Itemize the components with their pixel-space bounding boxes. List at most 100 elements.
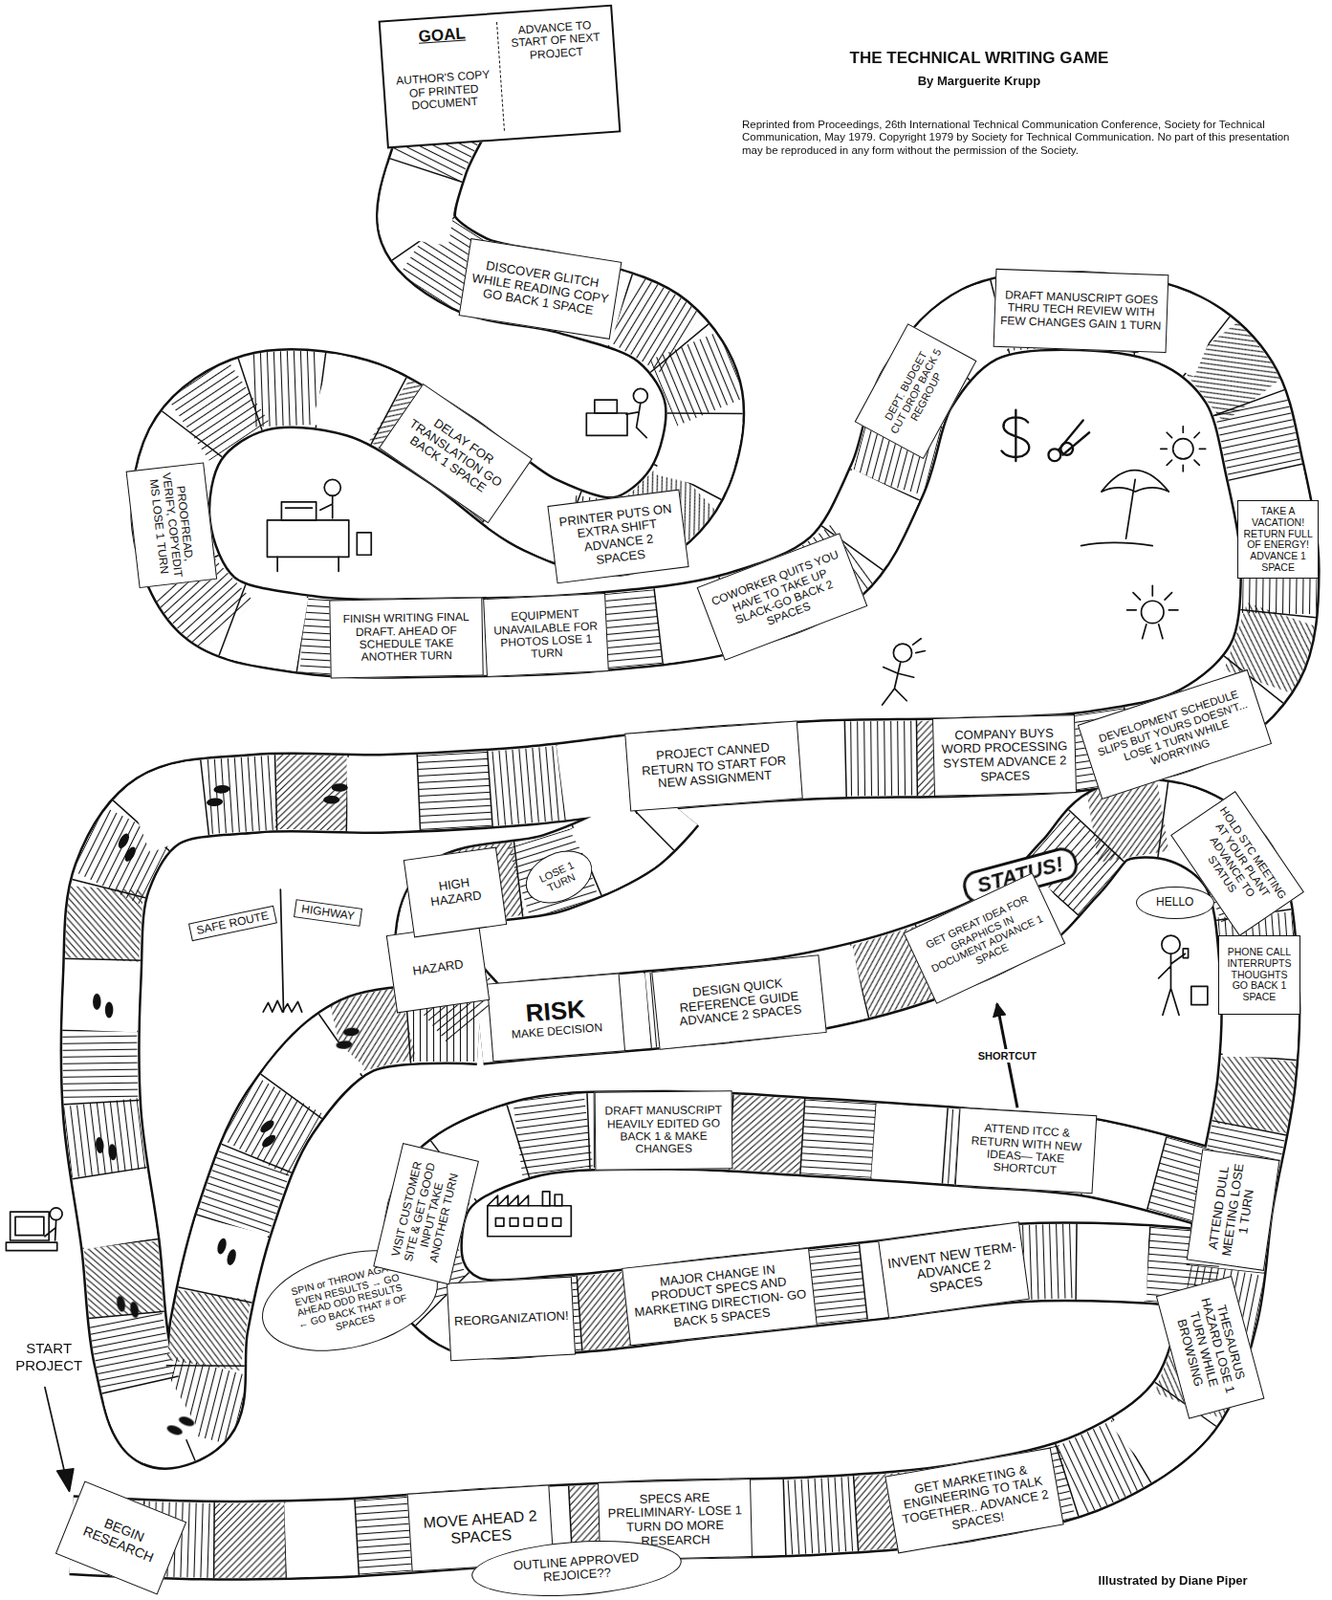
reprint-note: Reprinted from Proceedings, 26th Interna… xyxy=(742,118,1298,157)
track-square xyxy=(72,1167,158,1250)
footprints xyxy=(105,1001,114,1018)
track-square xyxy=(486,745,565,827)
start-arrow xyxy=(57,1468,74,1491)
board-square: DRAFT MANUSCRIPT HEAVILY EDITED GO BACK … xyxy=(593,1090,733,1170)
footprints xyxy=(92,993,113,1019)
square-text: HIGH HAZARD xyxy=(412,873,498,913)
track-fill xyxy=(100,102,1281,1430)
start-arrow xyxy=(44,1387,74,1492)
energized-figure xyxy=(1127,585,1179,638)
energized-figure xyxy=(1141,600,1164,623)
track-square xyxy=(275,754,349,831)
start-label: START PROJECT xyxy=(12,1339,87,1374)
running-coworker xyxy=(882,638,926,705)
footprints xyxy=(115,1294,127,1312)
square-text: AUTHOR'S COPY OF PRINTED DOCUMENT xyxy=(389,64,502,114)
square-text: THESAURUS HAZARD LOSE 1 TURN WHILE BROWS… xyxy=(1168,1284,1253,1411)
square-text: PROOFREAD, VERIFY, COPYEDIT MS LOSE 1 TU… xyxy=(146,470,197,581)
vacation-drawing xyxy=(1173,438,1194,459)
goal-book: GOALAUTHOR'S COPY OF PRINTED DOCUMENTADV… xyxy=(378,4,622,150)
square-text: MOVE AHEAD 2 SPACES xyxy=(414,1506,547,1550)
board-square: DEPT. BUDGET CUT DROP BACK 5 REGROUP xyxy=(854,323,978,459)
track-square xyxy=(87,1308,175,1393)
board-square: ATTEND DULL MEETING LOSE 1 TURN xyxy=(1186,1148,1281,1271)
board-square: TAKE A VACATION!RETURN FULL OF ENERGY! A… xyxy=(1237,500,1319,579)
board-square: COMPANY BUYS WORD PROCESSING SYSTEM ADVA… xyxy=(932,714,1077,797)
board-square: DISCOVER GLITCH WHILE READING COPY GO BA… xyxy=(458,238,622,340)
square-text: DISCOVER GLITCH WHILE READING COPY GO BA… xyxy=(466,257,613,321)
footprints xyxy=(216,1237,229,1256)
speech-bubble: HELLO xyxy=(1135,886,1215,919)
track-square xyxy=(63,1097,146,1178)
square-text: GET GREAT IDEA FOR GRAPHICS IN DOCUMENT … xyxy=(915,888,1054,987)
running-coworker xyxy=(882,638,926,705)
signpost xyxy=(262,1000,303,1012)
square-heading: TAKE A VACATION! xyxy=(1243,505,1313,529)
factory xyxy=(487,1205,571,1237)
square-text: HAZARD xyxy=(395,955,480,981)
square-text: MAKE DECISION xyxy=(496,1020,618,1044)
square-text: HIGHWAY xyxy=(301,902,356,923)
footprints xyxy=(258,1117,277,1136)
start-arrow xyxy=(44,1387,66,1476)
square-text: LOSE 1 TURN xyxy=(535,857,583,896)
footprints xyxy=(206,797,224,808)
footprints xyxy=(94,1135,117,1161)
board-track xyxy=(59,85,1319,1581)
caller-figure xyxy=(1182,948,1188,959)
board-square: BEGIN RESEARCH xyxy=(55,1480,188,1595)
writer-at-terminal xyxy=(49,1207,63,1221)
square-text: DESIGN QUICK REFERENCE GUIDE ADVANCE 2 S… xyxy=(658,973,820,1031)
typist xyxy=(633,388,648,403)
running-coworker xyxy=(893,643,912,662)
board-square: PROJECT CANNED RETURN TO START FOR NEW A… xyxy=(624,720,804,811)
writer-at-terminal xyxy=(15,1216,44,1235)
square-text: EQUIPMENT UNAVAILABLE FOR PHOTOS LOSE 1 … xyxy=(489,607,603,664)
vacation-drawing xyxy=(1081,426,1206,546)
board-square: PRINTER PUTS ON EXTRA SHIFT ADVANCE 2 SP… xyxy=(547,488,690,584)
caller-figure xyxy=(1158,935,1208,1015)
vacation-drawing xyxy=(1160,426,1206,472)
footprints xyxy=(252,1117,284,1150)
track-square xyxy=(346,755,419,832)
square-text: REORGANIZATION! xyxy=(454,1309,568,1330)
vacation-drawing xyxy=(1081,542,1154,546)
board-square: DEVELOPMENT SCHEDULE SLIPS BUT YOURS DOE… xyxy=(1077,669,1272,800)
board-square: THESAURUS HAZARD LOSE 1 TURN WHILE BROWS… xyxy=(1156,1275,1266,1420)
track-square xyxy=(1074,1223,1149,1302)
track-square xyxy=(728,1094,806,1175)
footprints xyxy=(115,831,132,851)
square-text: DEVELOPMENT SCHEDULE SLIPS BUT YOURS DOE… xyxy=(1087,684,1262,784)
energized-figure xyxy=(1127,585,1179,638)
board-square: DESIGN QUICK REFERENCE GUIDE ADVANCE 2 S… xyxy=(651,954,827,1050)
vacation-drawing xyxy=(1126,479,1136,539)
track-square xyxy=(283,1500,358,1578)
footprints xyxy=(323,795,340,805)
board-square: HAZARD xyxy=(386,922,491,1014)
writer-desk xyxy=(277,507,339,571)
footprints xyxy=(92,993,102,1010)
square-text: BEGIN RESEARCH xyxy=(69,1505,173,1571)
track-square xyxy=(62,1029,138,1103)
signpost-board: SAFE ROUTE xyxy=(188,904,278,941)
footprints xyxy=(111,831,142,864)
factory xyxy=(487,1191,571,1237)
square-text: ATTEND DULL MEETING LOSE 1 TURN xyxy=(1205,1157,1262,1263)
writer-desk xyxy=(356,532,372,555)
caller-figure xyxy=(1191,985,1208,1005)
board-square: HIGH HAZARD xyxy=(403,847,508,939)
track-square xyxy=(62,958,140,1033)
board-square: REORGANIZATION! xyxy=(446,1276,576,1362)
board-square: DRAFT MANUSCRIPT GOES THRU TECH REVIEW W… xyxy=(992,268,1169,353)
track-square xyxy=(655,404,745,492)
typist xyxy=(586,413,628,436)
track-square xyxy=(556,736,637,820)
square-text: DRAFT MANUSCRIPT HEAVILY EDITED GO BACK … xyxy=(599,1103,727,1157)
turn-bubble: LOSE 1 TURN xyxy=(517,840,601,914)
footprints xyxy=(205,784,232,807)
board-square: FINISH WRITING FINAL DRAFT. AHEAD OF SCH… xyxy=(328,597,483,679)
square-text: FINISH WRITING FINAL DRAFT. AHEAD OF SCH… xyxy=(334,611,478,665)
track-square xyxy=(202,755,280,835)
budget-cut-drawing xyxy=(1001,410,1090,461)
